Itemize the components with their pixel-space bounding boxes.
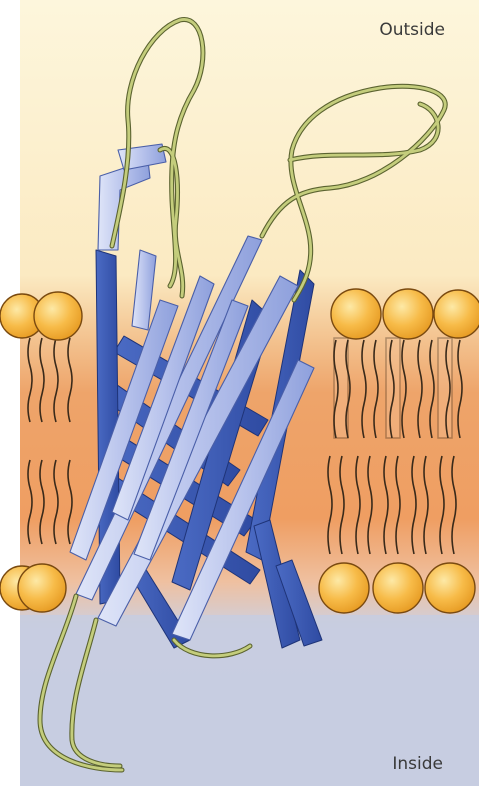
- lipid-head: [34, 292, 82, 340]
- lipid-head: [331, 289, 381, 339]
- lipid-head: [319, 563, 369, 613]
- lipid-head: [383, 289, 433, 339]
- lipid-head: [373, 563, 423, 613]
- lipid-head: [434, 290, 479, 338]
- inside-label: Inside: [392, 754, 443, 774]
- lipid-head: [18, 564, 66, 612]
- lipid-head: [425, 563, 475, 613]
- outside-label: Outside: [379, 20, 445, 40]
